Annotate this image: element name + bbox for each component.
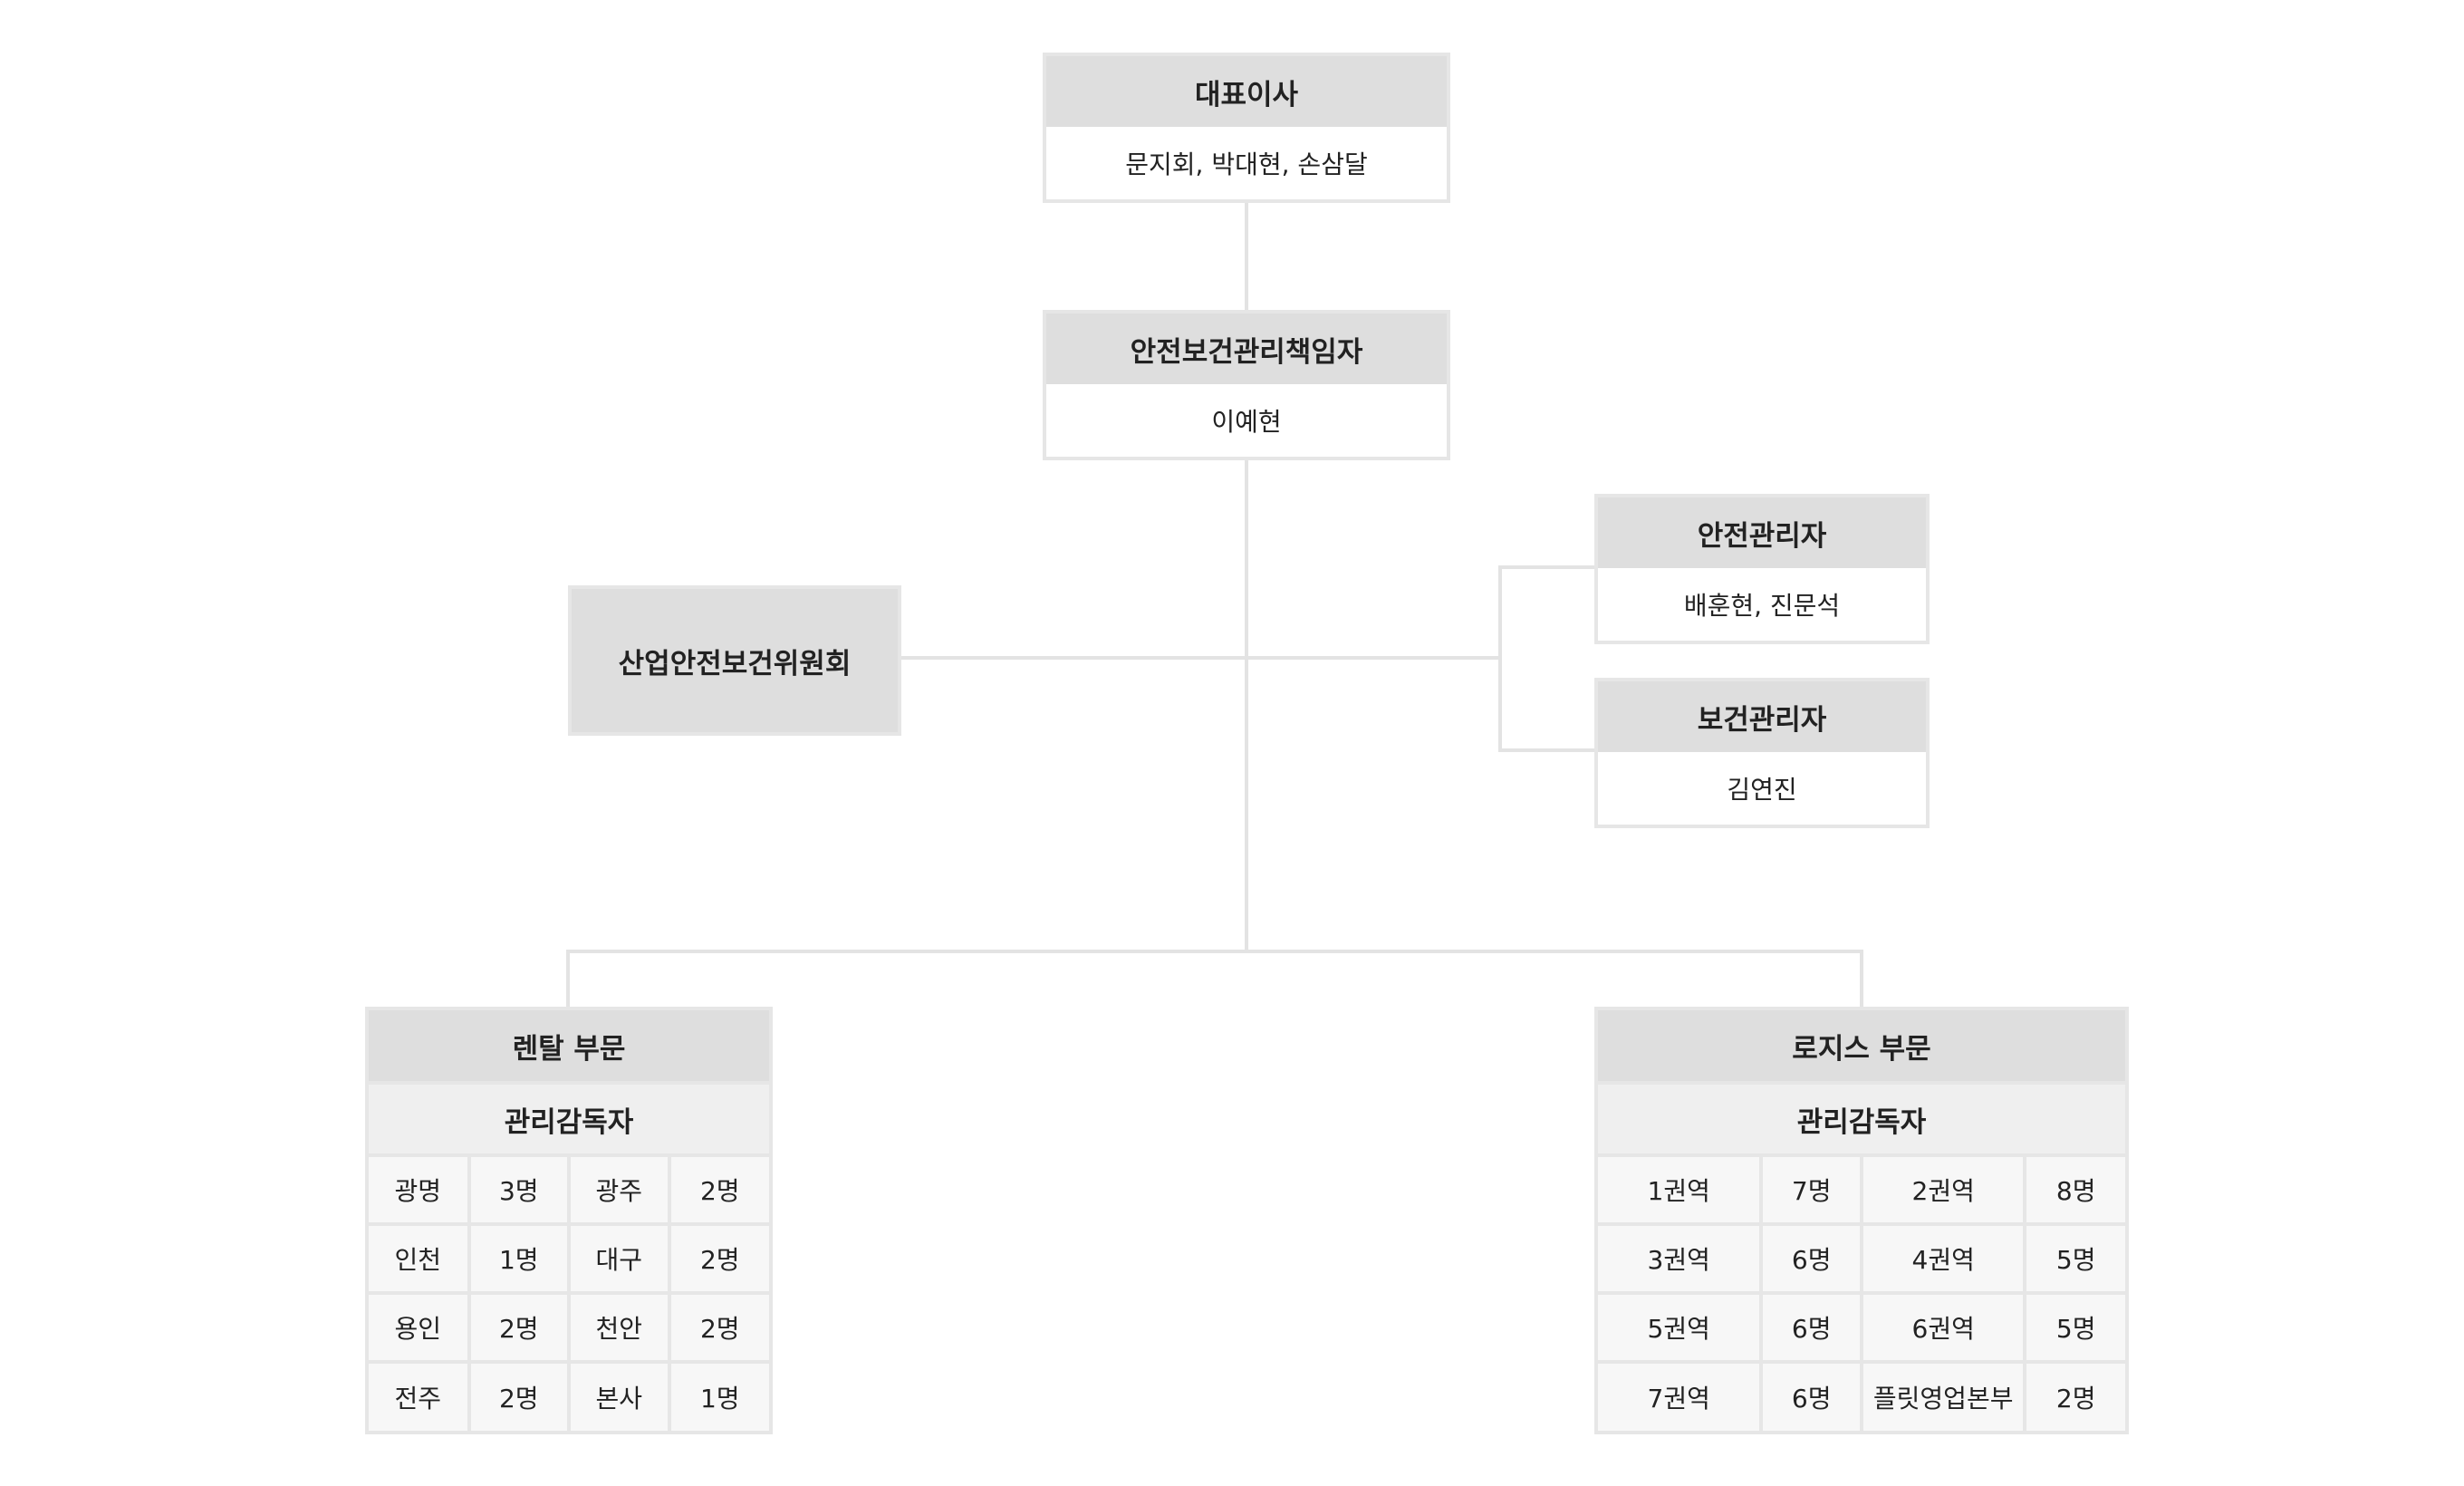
region-cell: 5권역 — [1598, 1291, 1762, 1362]
region-cell: 플릿영업본부 — [1859, 1360, 2026, 1431]
count-cell: 2명 — [2023, 1360, 2125, 1431]
region-cell: 7권역 — [1598, 1360, 1762, 1431]
count-cell: 5명 — [2023, 1222, 2125, 1293]
committee-title: 산업안전보건위원회 — [618, 647, 852, 680]
rental-division-title: 렌탈 부문 — [369, 1010, 769, 1085]
count-cell: 6명 — [1759, 1291, 1862, 1362]
committee-node: 산업안전보건위원회 — [568, 585, 901, 736]
count-cell: 7명 — [1759, 1153, 1862, 1224]
safety-health-officer-node: 안전보건관리책임자 이예현 — [1043, 310, 1450, 460]
count-cell: 3명 — [467, 1153, 569, 1224]
logis-supervisor-table: 1권역 7명 2권역 8명 3권역 6명 4권역 5명 5권역 6명 6권역 5… — [1598, 1153, 2125, 1431]
region-cell: 전주 — [369, 1360, 469, 1431]
safety-manager-title: 안전관리자 — [1598, 497, 1926, 568]
region-cell: 용인 — [369, 1291, 469, 1362]
ceo-node: 대표이사 문지회, 박대현, 손삼달 — [1043, 53, 1450, 203]
ceo-names: 문지회, 박대현, 손삼달 — [1046, 127, 1447, 199]
table-row: 7권역 6명 플릿영업본부 2명 — [1598, 1360, 2125, 1431]
count-cell: 1명 — [667, 1360, 769, 1431]
count-cell: 2명 — [467, 1291, 569, 1362]
safety-manager-names: 배훈현, 진문석 — [1598, 568, 1926, 641]
safety-health-officer-title: 안전보건관리책임자 — [1046, 314, 1447, 384]
health-manager-node: 보건관리자 김연진 — [1594, 678, 1930, 828]
region-cell: 광명 — [369, 1153, 469, 1224]
count-cell: 2명 — [667, 1291, 769, 1362]
region-cell: 4권역 — [1859, 1222, 2026, 1293]
logis-division: 로지스 부문 관리감독자 1권역 7명 2권역 8명 3권역 6명 4권역 5명… — [1594, 1007, 2129, 1434]
table-row: 인천 1명 대구 2명 — [369, 1222, 769, 1293]
table-row: 3권역 6명 4권역 5명 — [1598, 1222, 2125, 1293]
ceo-title: 대표이사 — [1046, 56, 1447, 127]
count-cell: 5명 — [2023, 1291, 2125, 1362]
region-cell: 광주 — [567, 1153, 669, 1224]
region-cell: 1권역 — [1598, 1153, 1762, 1224]
table-row: 1권역 7명 2권역 8명 — [1598, 1153, 2125, 1224]
connector-division-bus — [566, 950, 1863, 1008]
safety-health-officer-names: 이예현 — [1046, 384, 1447, 457]
count-cell: 6명 — [1759, 1222, 1862, 1293]
connector-manager-bracket — [1498, 565, 1596, 752]
region-cell: 6권역 — [1859, 1291, 2026, 1362]
region-cell: 인천 — [369, 1222, 469, 1293]
health-manager-title: 보건관리자 — [1598, 681, 1926, 752]
count-cell: 2명 — [467, 1360, 569, 1431]
region-cell: 3권역 — [1598, 1222, 1762, 1293]
logis-division-subtitle: 관리감독자 — [1598, 1085, 2125, 1153]
count-cell: 2명 — [667, 1222, 769, 1293]
table-row: 5권역 6명 6권역 5명 — [1598, 1291, 2125, 1362]
count-cell: 2명 — [667, 1153, 769, 1224]
region-cell: 대구 — [567, 1222, 669, 1293]
region-cell: 본사 — [567, 1360, 669, 1431]
count-cell: 1명 — [467, 1222, 569, 1293]
table-row: 전주 2명 본사 1명 — [369, 1360, 769, 1431]
count-cell: 6명 — [1759, 1360, 1862, 1431]
rental-division-subtitle: 관리감독자 — [369, 1085, 769, 1153]
table-row: 광명 3명 광주 2명 — [369, 1153, 769, 1224]
safety-manager-node: 안전관리자 배훈현, 진문석 — [1594, 494, 1930, 644]
health-manager-names: 김연진 — [1598, 752, 1926, 825]
region-cell: 천안 — [567, 1291, 669, 1362]
table-row: 용인 2명 천안 2명 — [369, 1291, 769, 1362]
rental-supervisor-table: 광명 3명 광주 2명 인천 1명 대구 2명 용인 2명 천안 2명 전주 2… — [369, 1153, 769, 1431]
rental-division: 렌탈 부문 관리감독자 광명 3명 광주 2명 인천 1명 대구 2명 용인 2… — [365, 1007, 773, 1434]
region-cell: 2권역 — [1859, 1153, 2026, 1224]
logis-division-title: 로지스 부문 — [1598, 1010, 2125, 1085]
count-cell: 8명 — [2023, 1153, 2125, 1224]
